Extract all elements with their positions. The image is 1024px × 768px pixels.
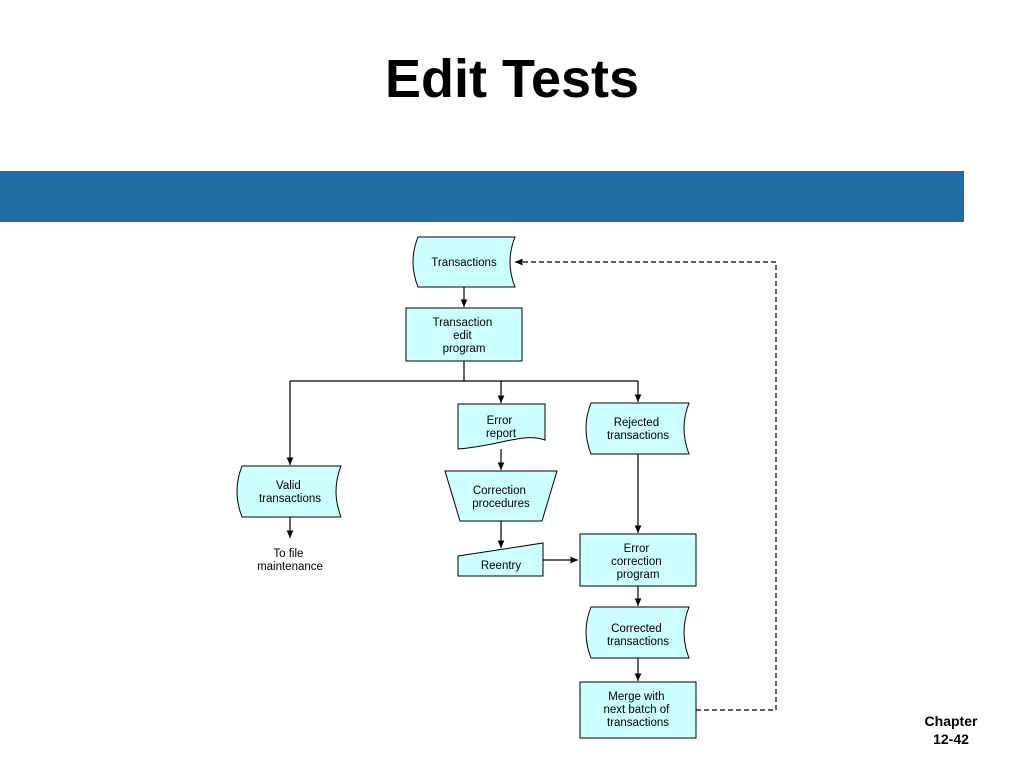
corrected-transactions-label: Corrected transactions xyxy=(607,623,669,648)
correction-procedures-label: Correction procedures xyxy=(472,485,530,510)
merge-shape xyxy=(579,681,697,739)
rejected-transactions-shape xyxy=(585,402,690,455)
merge-label: Merge with next batch of transactions xyxy=(603,691,672,729)
slide-title: Edit Tests xyxy=(384,49,640,109)
error-report-shape xyxy=(457,403,546,450)
reentry-label: Reentry xyxy=(481,560,522,572)
edit-program-shape xyxy=(405,307,523,362)
shape-layer xyxy=(236,236,697,739)
error-correction-shape xyxy=(579,533,697,587)
chapter-footer: Chapter 12-42 xyxy=(906,712,996,748)
error-report-label: Error report xyxy=(486,415,517,440)
error-correction-label: Error correction program xyxy=(611,543,665,581)
rejected-transactions-label: Rejected transactions xyxy=(607,417,669,442)
transactions-shape xyxy=(412,236,516,288)
reentry-shape xyxy=(457,542,544,577)
dashed-feedback-arrow xyxy=(515,258,777,711)
transactions-label: Transactions xyxy=(431,257,497,269)
edit-program-label: Transaction edit program xyxy=(433,317,496,355)
title-band xyxy=(0,171,964,222)
correction-procedures-shape xyxy=(444,470,558,522)
valid-transactions-label: Valid transactions xyxy=(259,480,321,505)
corrected-transactions-shape xyxy=(585,606,690,659)
valid-transactions-shape xyxy=(236,465,342,518)
footer-chapter-label: Chapter xyxy=(924,713,978,729)
footer-page-number: 12-42 xyxy=(933,731,969,747)
to-file-maintenance-label: To file maintenance xyxy=(257,548,323,573)
